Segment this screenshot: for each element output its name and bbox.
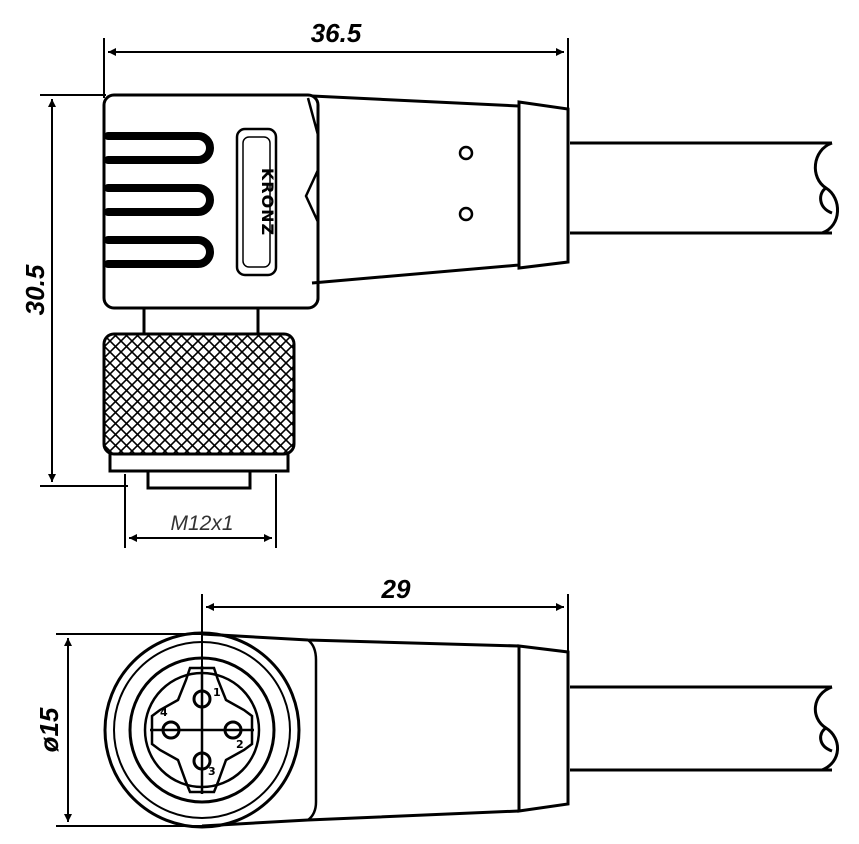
face-ring-3 <box>128 656 276 804</box>
vent-hole-lower <box>458 206 474 222</box>
brand-plate: KRONZ <box>235 127 278 277</box>
face-ring-2 <box>113 641 291 819</box>
dimension-thread-label: M12x1 <box>170 512 233 535</box>
dimension-diameter: ø15 <box>34 633 202 827</box>
vent-hole-upper <box>458 145 474 161</box>
grip-fins <box>104 132 214 268</box>
pin-label-1: 1 <box>213 686 221 699</box>
thread-stub <box>146 471 252 490</box>
pin-3 <box>192 751 212 771</box>
pin-2 <box>223 720 243 740</box>
dimension-diameter-label: ø15 <box>34 707 64 752</box>
dimension-height-label: 30.5 <box>20 264 50 315</box>
dimension-thread: M12x1 <box>124 474 277 548</box>
strain-relief-top <box>517 100 570 270</box>
dimension-length-bottom-label: 29 <box>381 574 411 604</box>
dimension-length-top: 36.5 <box>103 18 569 110</box>
strain-relief-bottom <box>517 644 570 813</box>
cable-bottom <box>570 685 839 772</box>
pin-1 <box>192 689 212 709</box>
pin-insert: 1 2 3 4 <box>150 666 254 794</box>
pin-label-4: 4 <box>160 706 168 719</box>
cable-top <box>570 141 839 235</box>
knurled-coupling-nut <box>102 332 296 456</box>
side-view: 36.5 30.5 <box>20 18 839 548</box>
pin-label-2: 2 <box>236 738 244 751</box>
brand-logo-text: KRONZ <box>258 168 277 236</box>
dimension-length-top-label: 36.5 <box>311 18 362 48</box>
body-edge-bottom <box>307 639 318 821</box>
face-outer-ring <box>103 631 301 829</box>
dimension-height: 30.5 <box>20 94 128 487</box>
pin-label-3: 3 <box>208 765 216 778</box>
nut-skirt <box>108 454 290 473</box>
end-view: 29 ø15 <box>34 574 839 829</box>
pin-4 <box>161 720 181 740</box>
body-taper-top <box>311 94 521 285</box>
connector-head <box>102 93 320 310</box>
dimension-length-bottom: 29 <box>201 574 569 680</box>
connector-neck <box>142 308 260 334</box>
body-joint-line <box>304 97 320 300</box>
